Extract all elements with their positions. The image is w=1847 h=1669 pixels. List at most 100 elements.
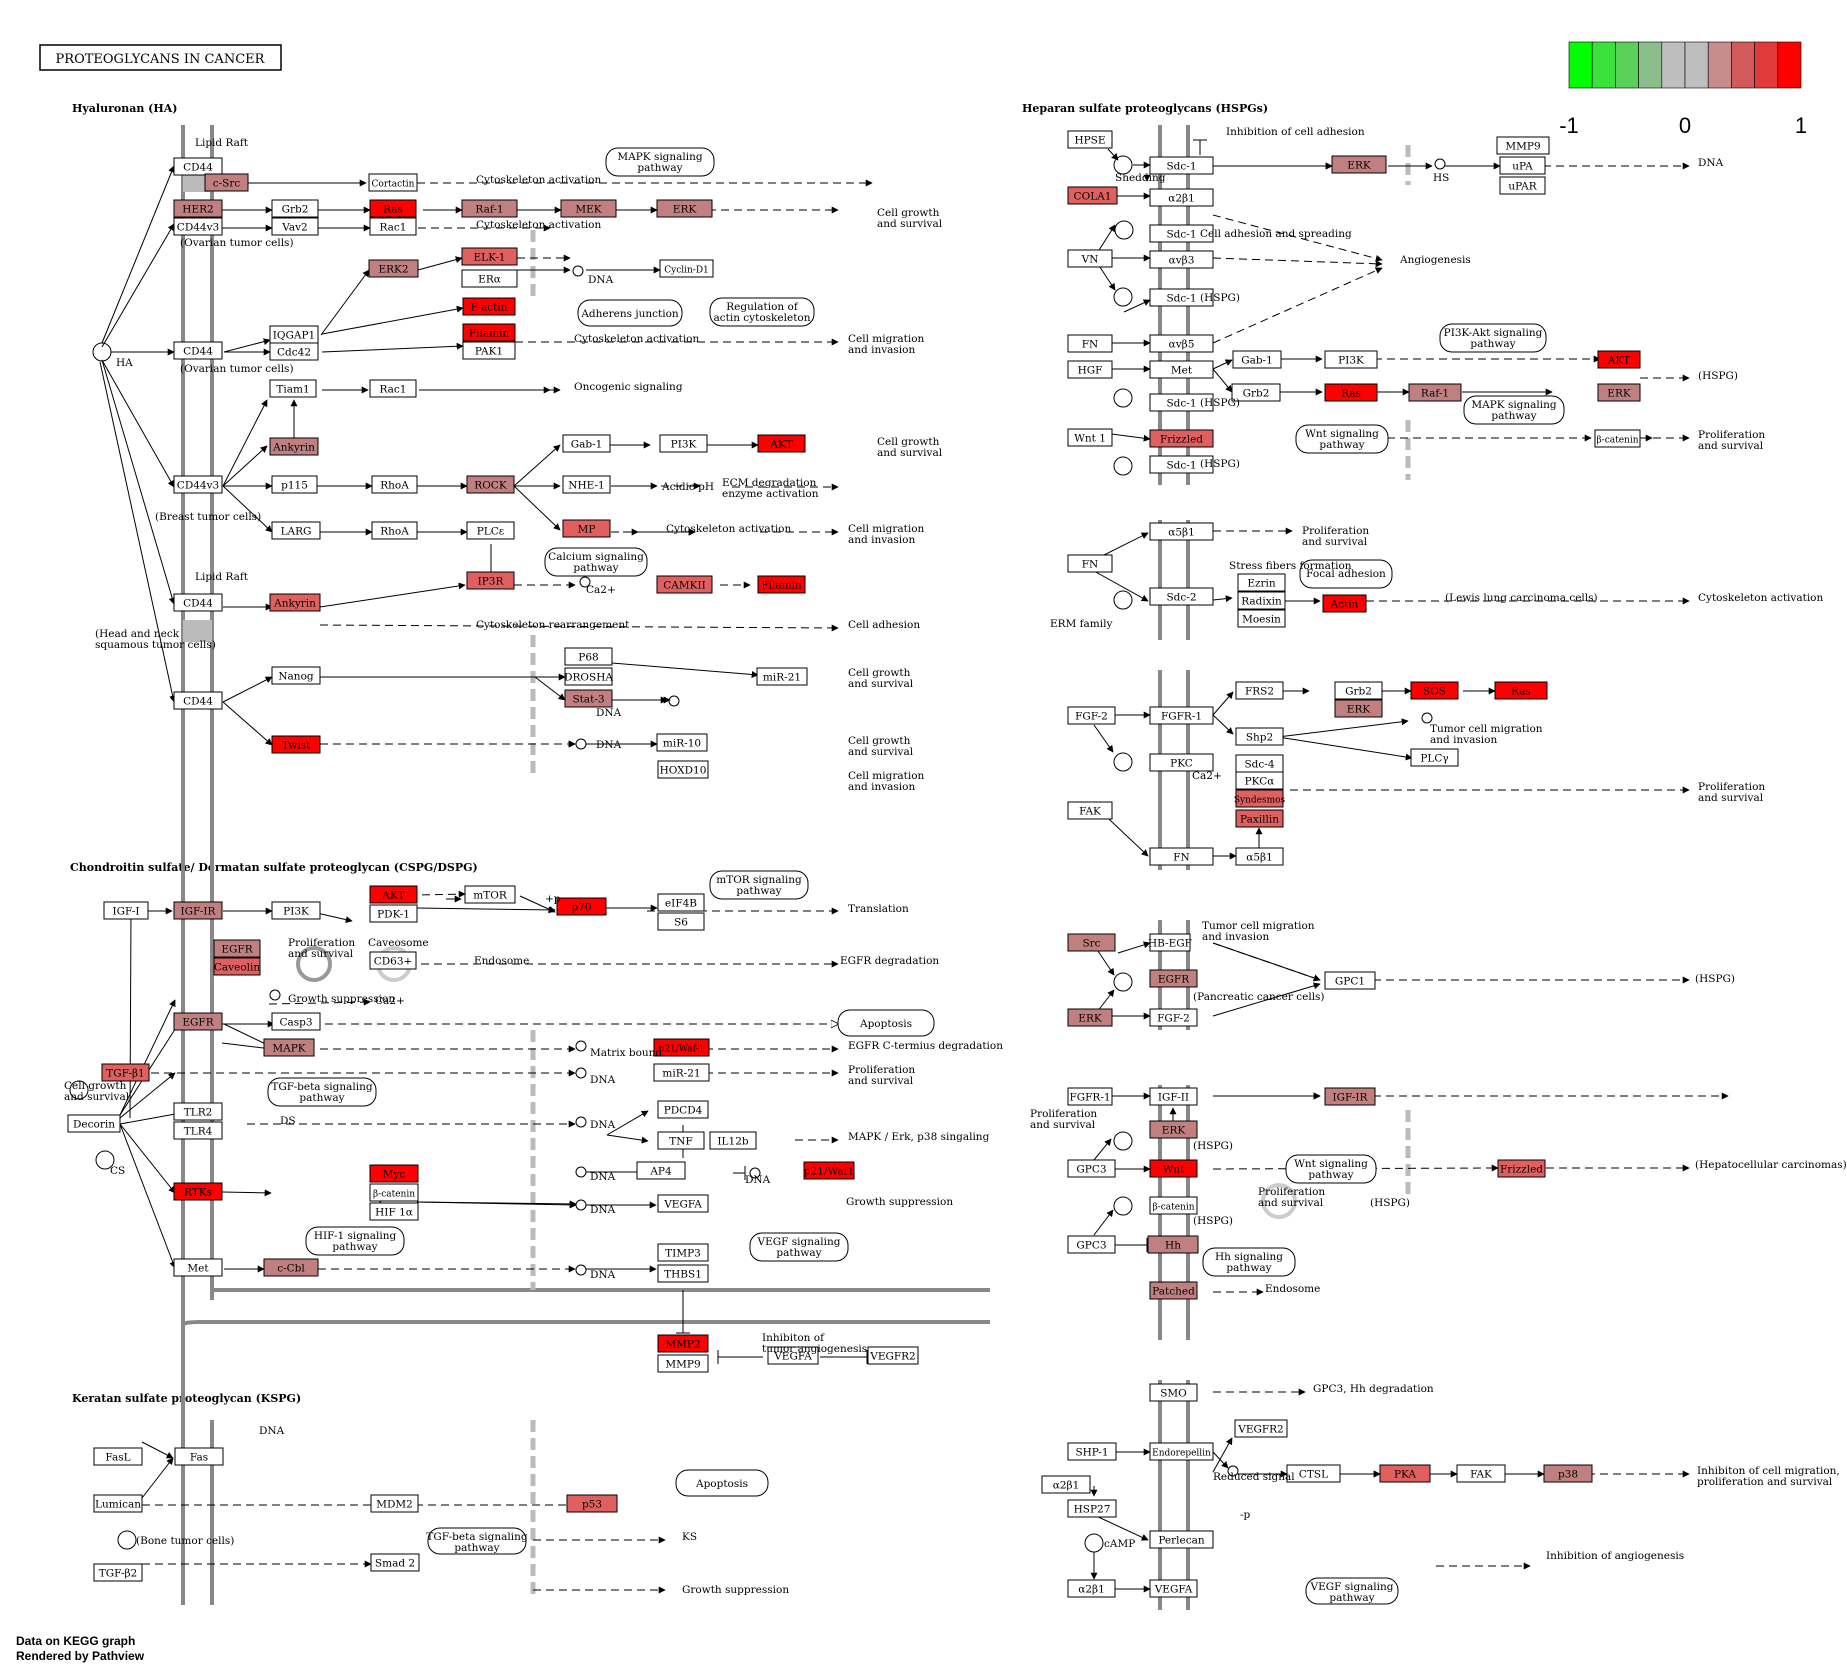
gene-node-box[interactable] — [263, 1038, 315, 1057]
gene-node[interactable]: Cdc42 — [269, 342, 319, 361]
gene-node[interactable]: GPC3 — [1067, 1235, 1116, 1254]
gene-node-box[interactable] — [213, 957, 261, 976]
gene-node[interactable]: SMO — [1149, 1383, 1198, 1402]
gene-node-box[interactable] — [462, 323, 516, 342]
gene-node[interactable]: GPC1 — [1324, 971, 1376, 990]
gene-node[interactable]: Perlecan — [1149, 1530, 1214, 1549]
gene-node[interactable]: CD44v3 — [173, 475, 223, 494]
gene-node-box[interactable] — [653, 1063, 710, 1082]
gene-node[interactable]: Gab-1 — [562, 434, 611, 453]
gene-node[interactable]: SOS — [1410, 681, 1459, 700]
gene-node[interactable]: Sdc-1 — [1149, 288, 1214, 307]
gene-node-box[interactable] — [1149, 753, 1214, 772]
gene-node-box[interactable] — [368, 173, 418, 192]
gene-node[interactable]: Smad 2 — [370, 1553, 420, 1572]
gene-node[interactable]: Lumican — [93, 1494, 143, 1513]
gene-node-box[interactable] — [173, 1102, 223, 1121]
gene-node[interactable]: uPAR — [1499, 176, 1546, 195]
gene-node-box[interactable] — [803, 1161, 855, 1180]
gene-node-box[interactable] — [1231, 383, 1281, 402]
gene-node-box[interactable] — [657, 1334, 709, 1353]
gene-node[interactable]: Ankyrin — [269, 437, 319, 456]
gene-node[interactable]: Wnt 1 — [1067, 428, 1113, 447]
gene-node-box[interactable] — [173, 157, 223, 176]
gene-node[interactable]: EGFR — [213, 939, 261, 958]
gene-node-box[interactable] — [1235, 809, 1284, 828]
gene-node-box[interactable] — [204, 173, 249, 192]
gene-node[interactable]: VEGFR2 — [1234, 1419, 1288, 1438]
gene-node-box[interactable] — [1235, 727, 1284, 746]
gene-node[interactable]: HER2 — [173, 199, 223, 218]
gene-node-box[interactable] — [566, 1494, 618, 1513]
gene-node-box[interactable] — [174, 1447, 224, 1466]
pathway-link-frame[interactable] — [605, 147, 715, 177]
gene-node-box[interactable] — [369, 217, 417, 236]
gene-node[interactable]: Cyclin-D1 — [659, 259, 714, 278]
pathway-link-frame[interactable] — [544, 547, 648, 577]
gene-node[interactable]: VEGFR2 — [867, 1346, 919, 1365]
gene-node-box[interactable] — [1067, 186, 1118, 205]
gene-node-box[interactable] — [466, 521, 515, 540]
gene-node[interactable]: Grb2 — [271, 199, 319, 218]
gene-node[interactable]: PAK1 — [462, 341, 516, 360]
gene-node-box[interactable] — [1149, 1442, 1214, 1461]
gene-node-box[interactable] — [1149, 393, 1214, 412]
gene-node-box[interactable] — [369, 1202, 419, 1221]
gene-node[interactable]: TNF — [657, 1131, 705, 1150]
gene-node[interactable]: TGF-β2 — [93, 1563, 143, 1582]
gene-node-box[interactable] — [263, 1258, 319, 1277]
gene-node[interactable]: FN — [1067, 554, 1113, 573]
gene-node-box[interactable] — [1149, 1087, 1198, 1106]
gene-node-box[interactable] — [93, 1563, 143, 1582]
gene-node[interactable]: Grb2 — [1231, 383, 1281, 402]
gene-node-box[interactable] — [213, 939, 261, 958]
gene-node[interactable]: FGF-2 — [1067, 706, 1116, 725]
gene-node[interactable]: Nanog — [271, 666, 321, 685]
gene-node[interactable]: LARG — [271, 521, 321, 540]
gene-node-box[interactable] — [271, 1012, 321, 1031]
gene-node-box[interactable] — [1410, 748, 1459, 767]
gene-node[interactable]: Wnt — [1149, 1159, 1198, 1178]
gene-node[interactable]: Hh — [1147, 1235, 1199, 1254]
pathway-link-frame[interactable] — [749, 1232, 849, 1262]
gene-node[interactable]: Caveolin — [213, 957, 261, 976]
gene-node-box[interactable] — [1149, 1383, 1198, 1402]
gene-node-box[interactable] — [659, 259, 714, 278]
gene-node[interactable]: MAPK — [263, 1038, 315, 1057]
gene-node[interactable]: p21/Waf-1 — [653, 1038, 710, 1057]
gene-node-box[interactable] — [1597, 350, 1641, 369]
gene-node-box[interactable] — [709, 1131, 757, 1150]
gene-node-box[interactable] — [1235, 789, 1284, 808]
gene-node-box[interactable] — [1237, 573, 1286, 592]
gene-node[interactable]: Ras — [1494, 681, 1548, 700]
gene-node[interactable]: ERK — [1334, 699, 1383, 718]
gene-node[interactable]: Vav2 — [271, 217, 319, 236]
gene-node[interactable]: FasL — [93, 1447, 143, 1466]
pathway-link-frame[interactable] — [305, 1226, 405, 1256]
pathway-link[interactable]: Apoptosis — [675, 1469, 769, 1497]
gene-node-box[interactable] — [1324, 350, 1378, 369]
gene-node[interactable]: Raf-1 — [1408, 383, 1462, 402]
gene-node[interactable]: CD63+ — [369, 951, 417, 970]
gene-node[interactable]: FAK — [1456, 1464, 1506, 1483]
gene-node-box[interactable] — [93, 1494, 143, 1513]
gene-node[interactable]: PKA — [1379, 1464, 1431, 1483]
pathway-link[interactable]: Adherens junction — [577, 299, 683, 327]
gene-node-box[interactable] — [1149, 455, 1214, 474]
gene-node[interactable]: PKCα — [1235, 771, 1284, 790]
gene-node[interactable]: Ezrin — [1237, 573, 1286, 592]
gene-node[interactable]: Sdc-1 — [1149, 393, 1214, 412]
gene-node[interactable]: IL12b — [709, 1131, 757, 1150]
gene-node[interactable]: EGFR — [1149, 969, 1198, 988]
gene-node[interactable]: RhoA — [371, 521, 418, 540]
gene-node-box[interactable] — [1499, 156, 1546, 175]
gene-node[interactable]: αvβ5 — [1149, 334, 1214, 353]
gene-node-box[interactable] — [269, 342, 319, 361]
gene-node-box[interactable] — [562, 434, 611, 453]
gene-node[interactable]: Rac1 — [369, 217, 417, 236]
gene-node[interactable]: PDCD4 — [657, 1100, 709, 1119]
gene-node[interactable]: Cortactin — [368, 173, 418, 192]
